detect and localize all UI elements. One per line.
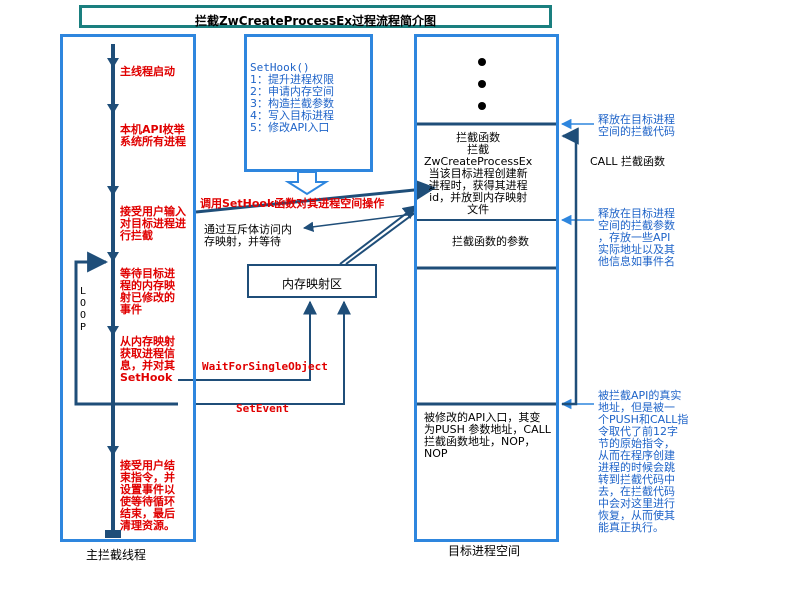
- target-space-box: [414, 34, 559, 542]
- ellipsis-dot-3: [478, 102, 486, 110]
- sethook-steps: 1：提升进程权限 2：申请内存空间 3：构造拦截参数 4：写入目标进程 5：修改…: [250, 73, 334, 134]
- main-thread-box: [60, 34, 196, 542]
- step-sethook: 从内存映射 获取进程信 息，并对其 SetHook: [120, 335, 175, 384]
- loop-path: [74, 251, 113, 406]
- target-to-mem-line-b: [345, 211, 417, 265]
- step-user-input: 接受用户输入 对目标进程进 行拦截: [120, 205, 186, 242]
- call-sethook-label: 调用SetHook函数对其进程空间操作: [200, 197, 385, 210]
- annotation-release-code: 释放在目标进程 空间的拦截代码: [598, 113, 675, 138]
- annotation-release-params: 释放在目标进程 空间的拦截参数 ，存放一些API 实际地址以及其 他信息如事件名: [598, 207, 675, 268]
- intercept-function-block: 拦截函数 拦截 ZwCreateProcessEx 当该目标进程创建新 进程时，…: [424, 131, 533, 216]
- main-flow-arrowheads: [107, 58, 119, 456]
- setevent-arrow: [196, 300, 351, 405]
- annotation-api-real-addr: 被拦截API的真实 地址，但是被一 个PUSH和CALL指 令取代了前12字 节…: [598, 389, 689, 534]
- api-entry-block: 被修改的API入口，其变 为PUSH 参数地址，CALL 拦截函数地址，NOP，…: [424, 411, 551, 460]
- setevent-label: SetEvent: [236, 402, 289, 415]
- target-space-caption: 目标进程空间: [448, 544, 521, 558]
- step-wait-event: 等待目标进 程的内存映 射已修改的 事件: [120, 267, 175, 316]
- sethook-box: [244, 34, 373, 172]
- step-enum-processes: 本机API枚举 系统所有进程: [120, 123, 186, 148]
- memory-map-label: 内存映射区: [281, 277, 342, 291]
- main-flow-end-block: [105, 530, 121, 538]
- memory-map-box: 内存映射区: [247, 264, 377, 298]
- call-intercept-label: CALL 拦截函数: [590, 155, 665, 168]
- mutex-access-line: [302, 213, 415, 233]
- diagram-title-box: 拦截ZwCreateProcessEx过程流程简介图: [79, 5, 552, 28]
- sethook-title: SetHook(): [250, 61, 310, 74]
- sethook-down-arrow: [284, 171, 330, 196]
- loop-label: L O O P: [80, 286, 87, 333]
- call-sethook-arrow: [195, 179, 437, 214]
- main-thread-caption: 主拦截线程: [86, 548, 147, 562]
- wait-arrow: [178, 300, 317, 381]
- target-to-mem-line-a: [339, 205, 418, 265]
- step-main-start: 主线程启动: [120, 65, 175, 78]
- step-cleanup: 接受用户结 束指令，并 设置事件以 使等待循环 结束，最后 清理资源。: [120, 459, 175, 532]
- diagram-title: 拦截ZwCreateProcessEx过程流程简介图: [194, 14, 437, 28]
- ellipsis-dot-1: [478, 58, 486, 66]
- mutex-access-label: 通过互斥体访问内 存映射，并等待: [204, 223, 292, 248]
- ellipsis-dot-2: [478, 80, 486, 88]
- call-intercept-arrow: [561, 127, 579, 406]
- intercept-params-block: 拦截函数的参数: [452, 235, 529, 248]
- wait-label: WaitForSingleObject: [202, 360, 328, 373]
